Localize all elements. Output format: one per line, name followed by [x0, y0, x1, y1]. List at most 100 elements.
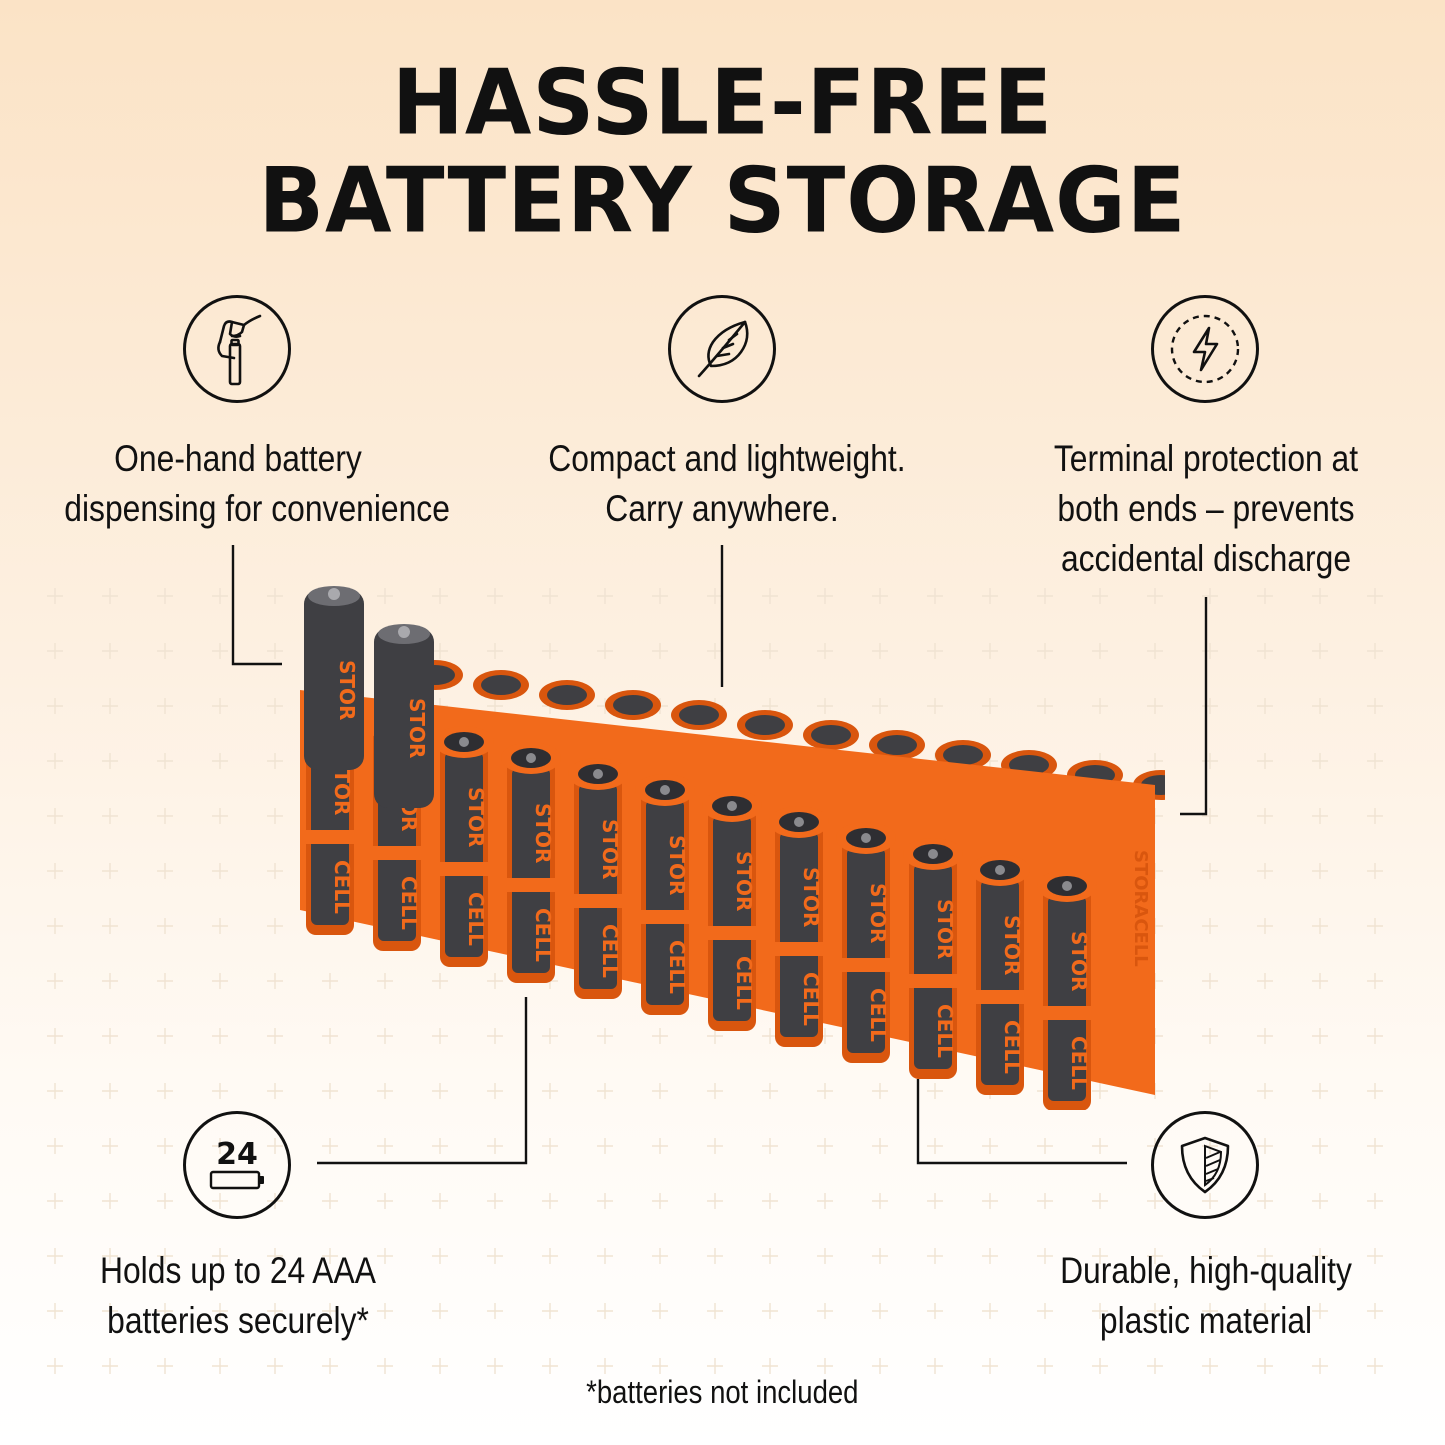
plus-mark: [1037, 1138, 1053, 1154]
feature-terminal-badge: [1151, 295, 1259, 403]
plus-mark: [1147, 643, 1163, 659]
battery-terminal: [526, 753, 536, 763]
plus-mark: [597, 1358, 613, 1374]
battery-terminal: [794, 817, 804, 827]
plus-mark: [157, 1303, 173, 1319]
plus-mark: [652, 1248, 668, 1264]
plus-mark: [597, 588, 613, 604]
plus-mark: [1147, 1303, 1163, 1319]
holder-band: [641, 910, 689, 924]
plus-mark: [817, 1303, 833, 1319]
headline-line-1: HASSLE-FREE: [391, 50, 1054, 156]
plus-mark: [707, 1028, 723, 1044]
plus-mark: [927, 588, 943, 604]
plus-mark: [1312, 808, 1328, 824]
plus-mark: [1202, 643, 1218, 659]
raised-battery-terminal: [398, 626, 410, 638]
plus-mark: [102, 1083, 118, 1099]
raised-battery: [304, 590, 364, 770]
footnote: *batteries not included: [0, 1372, 1445, 1412]
plus-mark: [487, 1138, 503, 1154]
plus-mark: [1257, 863, 1273, 879]
plus-mark: [652, 643, 668, 659]
plus-mark: [597, 1028, 613, 1044]
plus-mark: [377, 1138, 393, 1154]
plus-mark: [212, 643, 228, 659]
plus-mark: [1312, 698, 1328, 714]
leader-capacity: [317, 997, 528, 1165]
plus-mark: [1202, 753, 1218, 769]
plus-mark: [212, 698, 228, 714]
plus-mark: [157, 973, 173, 989]
plus-mark: [1037, 1303, 1053, 1319]
plus-mark: [1257, 1248, 1273, 1264]
plus-mark: [102, 1193, 118, 1209]
plus-mark: [212, 973, 228, 989]
plus-mark: [377, 1358, 393, 1374]
battery-label-bottom: CELL: [866, 988, 890, 1042]
plus-mark: [487, 1193, 503, 1209]
plus-mark: [542, 1083, 558, 1099]
battery-label-bottom: CELL: [1000, 1020, 1024, 1074]
plus-mark: [1312, 918, 1328, 934]
plus-mark: [47, 863, 63, 879]
plus-mark: [817, 588, 833, 604]
plus-mark: [1367, 1138, 1383, 1154]
plus-mark: [982, 1193, 998, 1209]
plus-mark: [542, 588, 558, 604]
feature-durable-caption: Durable, high-quality plastic material: [1032, 1246, 1379, 1346]
plus-mark: [102, 973, 118, 989]
battery-terminal: [1062, 881, 1072, 891]
plus-mark: [267, 973, 283, 989]
plus-mark: [982, 698, 998, 714]
plus-mark: [927, 1083, 943, 1099]
feature-compact-badge: [668, 295, 776, 403]
plus-mark: [157, 1358, 173, 1374]
lightning-protection-icon: [1170, 314, 1240, 384]
battery-body: [512, 768, 550, 973]
battery-back-top: [943, 745, 983, 765]
plus-mark: [1257, 1138, 1273, 1154]
plus-mark: [1092, 1248, 1108, 1264]
feature-one-hand-line-2: dispensing for convenience: [64, 488, 450, 529]
plus-mark: [597, 1138, 613, 1154]
shield-icon: [1180, 1136, 1230, 1194]
plus-mark: [47, 643, 63, 659]
plus-mark: [762, 643, 778, 659]
plus-mark: [157, 1083, 173, 1099]
plus-mark: [47, 1248, 63, 1264]
plus-mark: [597, 643, 613, 659]
plus-mark: [1092, 1303, 1108, 1319]
plus-mark: [707, 1138, 723, 1154]
plus-mark: [652, 1028, 668, 1044]
plus-mark: [762, 1083, 778, 1099]
plus-mark: [267, 643, 283, 659]
plus-mark: [1367, 1083, 1383, 1099]
plus-mark: [707, 1303, 723, 1319]
footnote-text: *batteries not included: [586, 1374, 859, 1410]
plus-mark: [432, 1248, 448, 1264]
plus-mark: [1367, 1248, 1383, 1264]
plus-mark: [157, 1193, 173, 1209]
plus-mark: [1202, 698, 1218, 714]
plus-mark: [157, 698, 173, 714]
feather-icon: [697, 320, 749, 378]
plus-mark: [157, 588, 173, 604]
plus-mark: [597, 1248, 613, 1264]
plus-mark: [1312, 588, 1328, 604]
plus-mark: [1257, 1028, 1273, 1044]
plus-mark: [1312, 1303, 1328, 1319]
plus-mark: [1257, 973, 1273, 989]
plus-mark: [762, 1358, 778, 1374]
plus-mark: [47, 1028, 63, 1044]
plus-mark: [542, 643, 558, 659]
plus-mark: [1312, 973, 1328, 989]
feature-terminal-line-3: accidental discharge: [1060, 538, 1352, 579]
battery-label-top: STOR: [866, 883, 890, 943]
plus-mark: [1147, 1358, 1163, 1374]
battery-body: [311, 720, 349, 925]
plus-mark: [1312, 1358, 1328, 1374]
plus-mark: [377, 1028, 393, 1044]
plus-mark: [872, 1358, 888, 1374]
